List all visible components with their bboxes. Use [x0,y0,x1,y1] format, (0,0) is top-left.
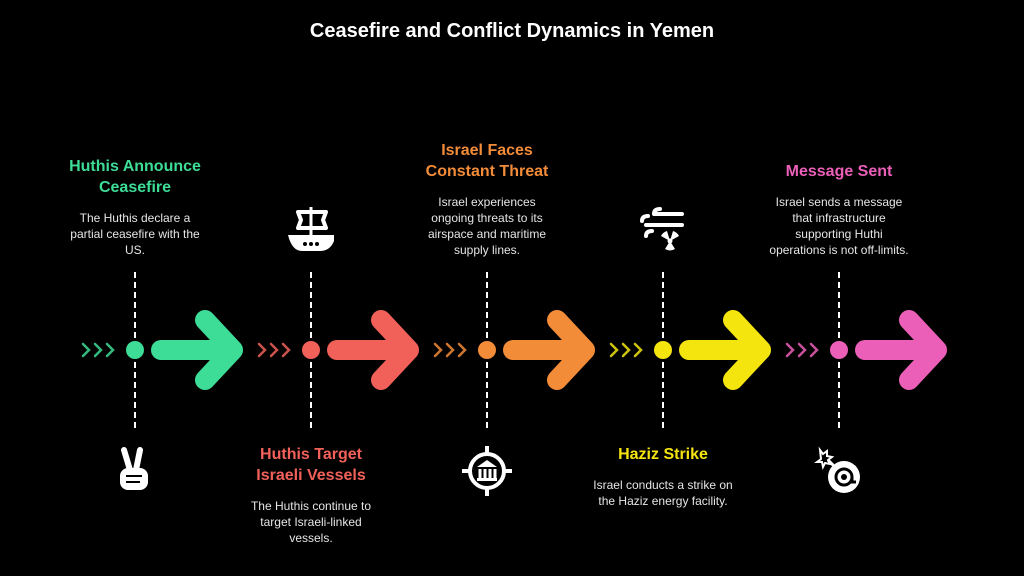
stage-title: Haziz Strike [618,446,708,463]
timeline-dot [830,341,848,359]
chevron-icon [281,342,291,358]
peace-hand-icon [120,447,148,490]
chevron-icon [93,342,103,358]
stage-target-vessels: Huthis Target Israeli Vessels The Huthis… [223,0,399,576]
chevron-icon [621,342,631,358]
stage-ceasefire: Huthis Announce Ceasefire The Huthis dec… [47,0,223,576]
chevron-icon [445,342,455,358]
chevron-icon [81,342,91,358]
stage-description: The Huthis declare a partial ceasefire w… [70,211,200,257]
chevron-icon [609,342,619,358]
stage-title: Huthis Announce Ceasefire [69,158,201,196]
chevron-icon [797,342,807,358]
chevron-icon [269,342,279,358]
page-title: Ceasefire and Conflict Dynamics in Yemen [309,20,715,42]
timeline-dot [302,341,320,359]
chevron-icon [433,342,443,358]
ship-icon [288,207,334,251]
chevron-icon [633,342,643,358]
timeline-dot [478,341,496,359]
chevron-icon [257,342,267,358]
stage-constant-threat: Israel Faces Constant Threat Israel expe… [399,0,575,576]
arrow-icon [855,310,947,390]
stage-title: Huthis Target Israeli Vessels [256,446,366,484]
stage-description: The Huthis continue to target Israeli-li… [250,499,372,545]
bomb-at-icon [814,446,860,493]
stage-description: Israel sends a message that infrastructu… [769,195,909,257]
chevron-icon [105,342,115,358]
timeline-dot [654,341,672,359]
arrow-icon [679,310,771,390]
stage-title: Israel Faces Constant Threat [425,142,549,180]
chevron-icon [809,342,819,358]
target-building-icon [462,446,512,496]
stage-message-sent: Message Sent Israel sends a message that… [751,0,927,576]
arrow-icon [503,310,595,390]
chevron-icon [457,342,467,358]
wind-radiation-icon [640,207,684,251]
stage-title: Message Sent [785,163,893,180]
arrow-icon [151,310,243,390]
stage-description: Israel conducts a strike on the Haziz en… [593,478,733,508]
arrow-icon [327,310,419,390]
timeline-track [81,272,947,428]
chevron-icon [785,342,795,358]
stage-haziz-strike: Haziz Strike Israel conducts a strike on… [575,0,751,576]
timeline-dot [126,341,144,359]
stage-description: Israel experiences ongoing threats to it… [427,195,547,257]
